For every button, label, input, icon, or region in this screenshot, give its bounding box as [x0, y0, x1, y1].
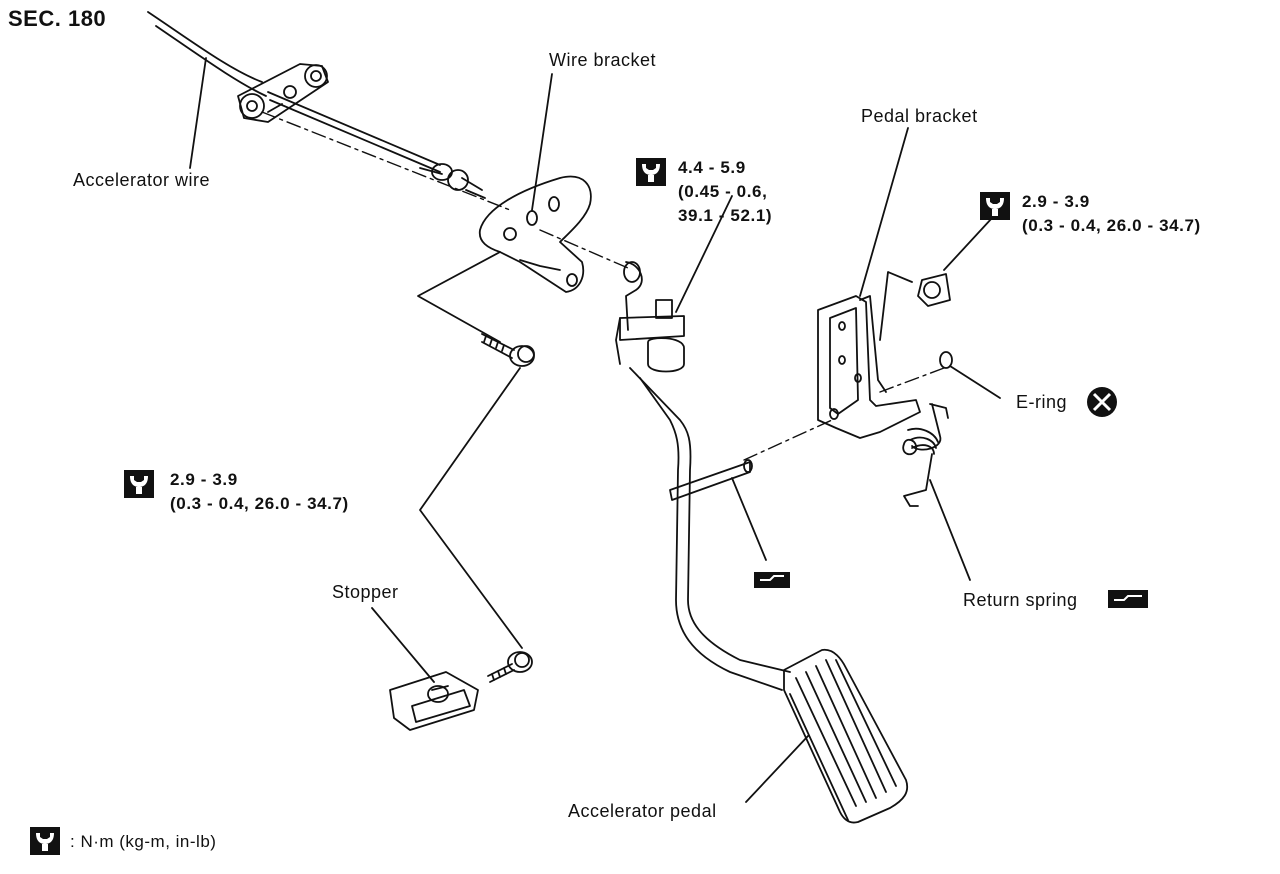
label-stopper: Stopper: [332, 582, 399, 602]
bracket-nut: [917, 273, 951, 307]
torque-spec-center: 4.4 - 5.9 (0.45 - 0.6, 39.1 - 52.1): [636, 156, 836, 236]
center-torque-leader: [675, 195, 733, 313]
wire-bracket-leader: [531, 73, 553, 211]
nut-leader: [943, 217, 993, 271]
accelerator-pedal-leader: [745, 735, 809, 803]
stopper-leader: [371, 607, 435, 683]
accelerator-wire: [147, 11, 486, 199]
replace-cross-icon: [1087, 387, 1117, 417]
grease-symbol-icon: [754, 572, 790, 588]
left-torque-leader: [419, 367, 523, 649]
e-ring-part: [939, 351, 1001, 399]
stopper-bolt: [487, 651, 533, 683]
accelerator-wire-leader: [189, 57, 207, 169]
bracket-bolt: [481, 333, 535, 367]
grease-symbol-icon: [1108, 590, 1148, 608]
torque-center-line1: 4.4 - 5.9: [678, 158, 746, 177]
wire-end-clamp: [237, 63, 329, 123]
torque-legend: : N·m (kg-m, in-lb): [30, 827, 290, 859]
torque-right-line1: 2.9 - 3.9: [1022, 192, 1090, 211]
torque-left-line1: 2.9 - 3.9: [170, 470, 238, 489]
section-number: SEC. 180: [8, 6, 107, 31]
return-spring-part: [902, 403, 971, 581]
torque-spec-right: 2.9 - 3.9 (0.3 - 0.4, 26.0 - 34.7): [980, 190, 1270, 242]
return-spring-leader: [929, 479, 971, 581]
torque-wrench-icon: [636, 158, 666, 186]
torque-right-line2: (0.3 - 0.4, 26.0 - 34.7): [1022, 216, 1201, 235]
wire-bracket-part: [478, 175, 592, 293]
label-accelerator-wire: Accelerator wire: [73, 170, 211, 190]
pin-leader: [731, 477, 767, 561]
torque-wrench-icon: [30, 827, 60, 855]
torque-center-line3: 39.1 - 52.1): [678, 206, 773, 225]
bracket-bolt-leader: [417, 251, 501, 343]
label-pedal-bracket: Pedal bracket: [861, 106, 978, 126]
torque-left-line2: (0.3 - 0.4, 26.0 - 34.7): [170, 494, 349, 513]
stopper-part: [389, 671, 479, 731]
pedal-bracket-leader: [859, 127, 909, 297]
torque-wrench-icon: [980, 192, 1010, 220]
label-return-spring: Return spring: [963, 590, 1078, 610]
torque-spec-left: 2.9 - 3.9 (0.3 - 0.4, 26.0 - 34.7): [124, 468, 414, 520]
torque-center-line2: (0.45 - 0.6,: [678, 182, 768, 201]
legend-text: : N·m (kg-m, in-lb): [70, 832, 217, 851]
torque-wrench-icon: [124, 470, 154, 498]
pedal-arm: [615, 261, 791, 691]
alignment-lines: [261, 111, 945, 461]
label-wire-bracket: Wire bracket: [549, 50, 657, 70]
e-ring-leader: [949, 365, 1001, 399]
label-e-ring: E-ring: [1016, 392, 1068, 412]
accelerator-pedal-pad: [783, 648, 909, 824]
label-accelerator-pedal: Accelerator pedal: [568, 801, 717, 821]
pedal-bracket-part: [817, 271, 921, 439]
